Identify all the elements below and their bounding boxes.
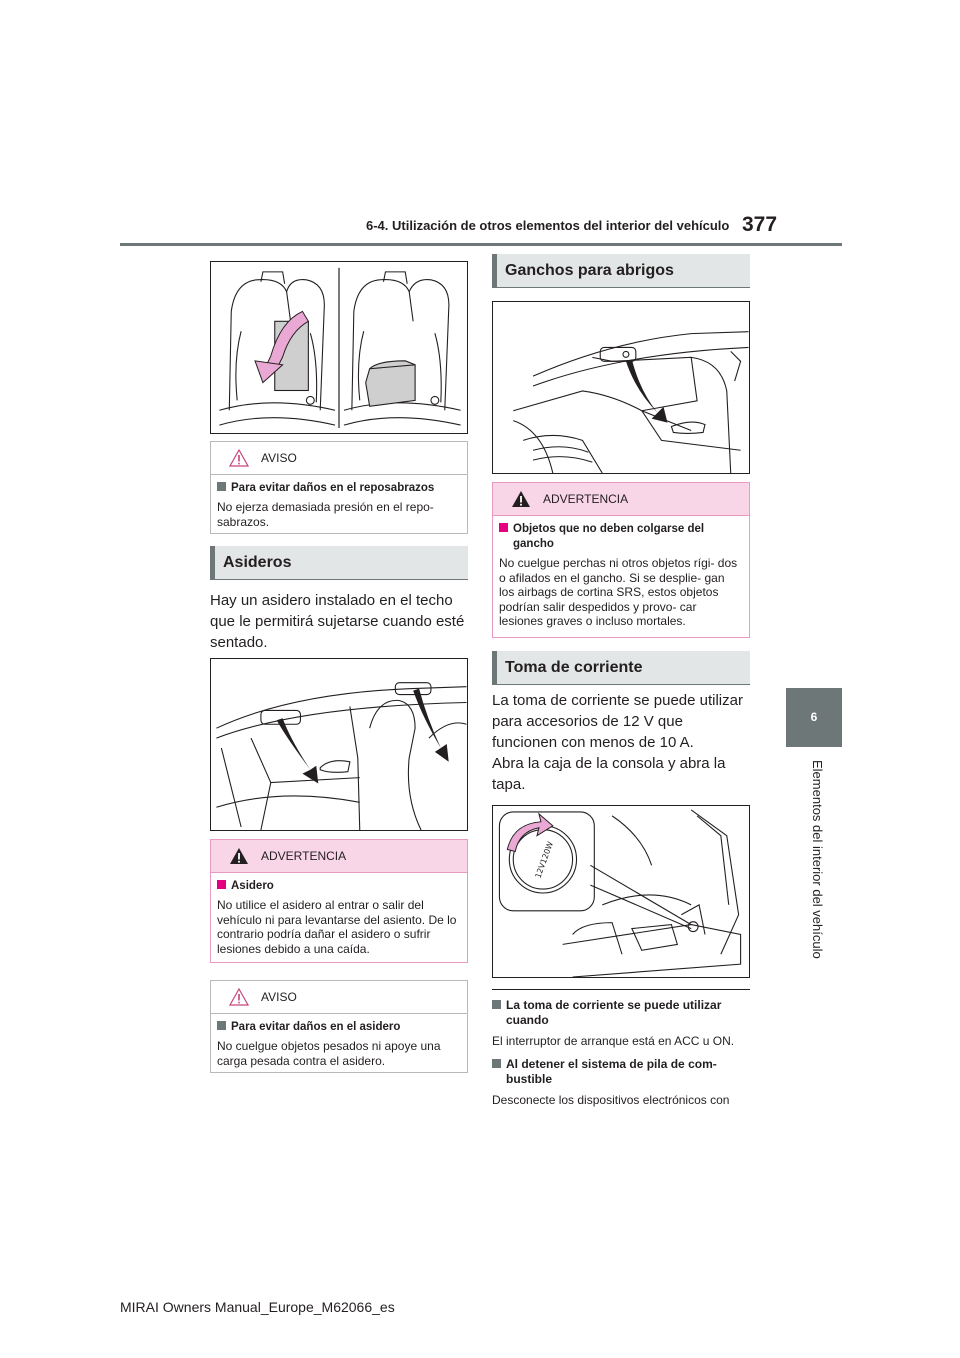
bullet-square-icon <box>492 1059 501 1068</box>
advertencia-gancho: ADVERTENCIA Objetos que no deben colgars… <box>492 482 750 638</box>
aviso-label: AVISO <box>261 990 297 1004</box>
aviso-subtitle: Para evitar daños en el reposabrazos <box>217 481 461 496</box>
advertencia-text: No utilice el asidero al entrar o salir … <box>217 898 457 956</box>
running-header: 6-4. Utilización de otros elementos del … <box>366 218 730 233</box>
toma-text1: El interruptor de arranque está en ACC u… <box>492 1034 735 1048</box>
chapter-tab-label: Elementos del interior del vehículo <box>810 760 825 959</box>
advertencia-header: ADVERTENCIA <box>211 840 467 873</box>
aviso-subtitle: Para evitar daños en el asidero <box>217 1020 461 1035</box>
advertencia-label: ADVERTENCIA <box>261 849 347 863</box>
toma-sub2: Al detener el sistema de pila de com- bu… <box>492 1057 750 1087</box>
coat-hook-illustration <box>492 301 750 474</box>
aviso-header: AVISO <box>211 442 467 475</box>
aviso-asidero: AVISO Para evitar daños en el asidero No… <box>210 980 468 1073</box>
caution-triangle-icon <box>229 449 249 467</box>
toma-text2: Desconecte los dispositivos electrónicos… <box>492 1093 730 1107</box>
power-outlet-drawing: 12V120W <box>498 809 742 977</box>
bullet-square-icon <box>217 482 226 491</box>
toma-para1: La toma de corriente se puede utilizar p… <box>492 692 743 751</box>
header-rule <box>120 243 842 246</box>
warning-triangle-icon <box>230 848 248 864</box>
advertencia-text: No cuelgue perchas ni otros objetos rígi… <box>499 556 738 628</box>
section-toma-corriente: Toma de corriente <box>492 651 750 685</box>
aviso-header: AVISO <box>211 981 467 1014</box>
armrest-illustration <box>210 261 468 434</box>
section-ganchos: Ganchos para abrigos <box>492 254 750 288</box>
advertencia-subtitle: Objetos que no deben colgarse del gancho <box>499 522 743 552</box>
bullet-square-icon <box>217 1021 226 1030</box>
toma-sub1: La toma de corriente se puede utilizar c… <box>492 998 750 1028</box>
advertencia-subtitle: Asidero <box>217 879 461 894</box>
bullet-square-icon <box>492 1000 501 1009</box>
coat-hook-drawing <box>513 331 749 473</box>
footer-doc-id: MIRAI Owners Manual_Europe_M62066_es <box>120 1299 395 1315</box>
chapter-tab: 6 <box>786 688 842 747</box>
aviso-text: No ejerza demasiada presión en el repo- … <box>217 500 434 529</box>
warning-triangle-icon <box>512 491 530 507</box>
aviso-label: AVISO <box>261 451 297 465</box>
armrest-drawing <box>219 267 461 429</box>
socket-cap-text: 12V120W <box>533 840 555 879</box>
page-number: 377 <box>742 213 778 236</box>
advertencia-label: ADVERTENCIA <box>543 492 629 506</box>
advertencia-asidero: ADVERTENCIA Asidero No utilice el asider… <box>210 839 468 963</box>
caution-triangle-icon <box>229 988 249 1006</box>
aviso-armrest: AVISO Para evitar daños en el reposabraz… <box>210 441 468 534</box>
toma-para2: Abra la caja de la consola y abra la tap… <box>492 755 726 793</box>
power-outlet-illustration: 12V120W <box>492 805 750 978</box>
advertencia-header: ADVERTENCIA <box>493 483 749 516</box>
grab-handle-drawing <box>216 682 467 830</box>
section-asideros: Asideros <box>210 546 468 580</box>
asideros-intro: Hay un asidero instalado en el techo que… <box>210 592 465 651</box>
grab-handle-illustration <box>210 658 468 831</box>
aviso-text: No cuelgue objetos pesados ni apoye una … <box>217 1039 441 1068</box>
section-divider <box>492 989 750 990</box>
bullet-square-icon <box>217 880 226 889</box>
bullet-square-icon <box>499 523 508 532</box>
